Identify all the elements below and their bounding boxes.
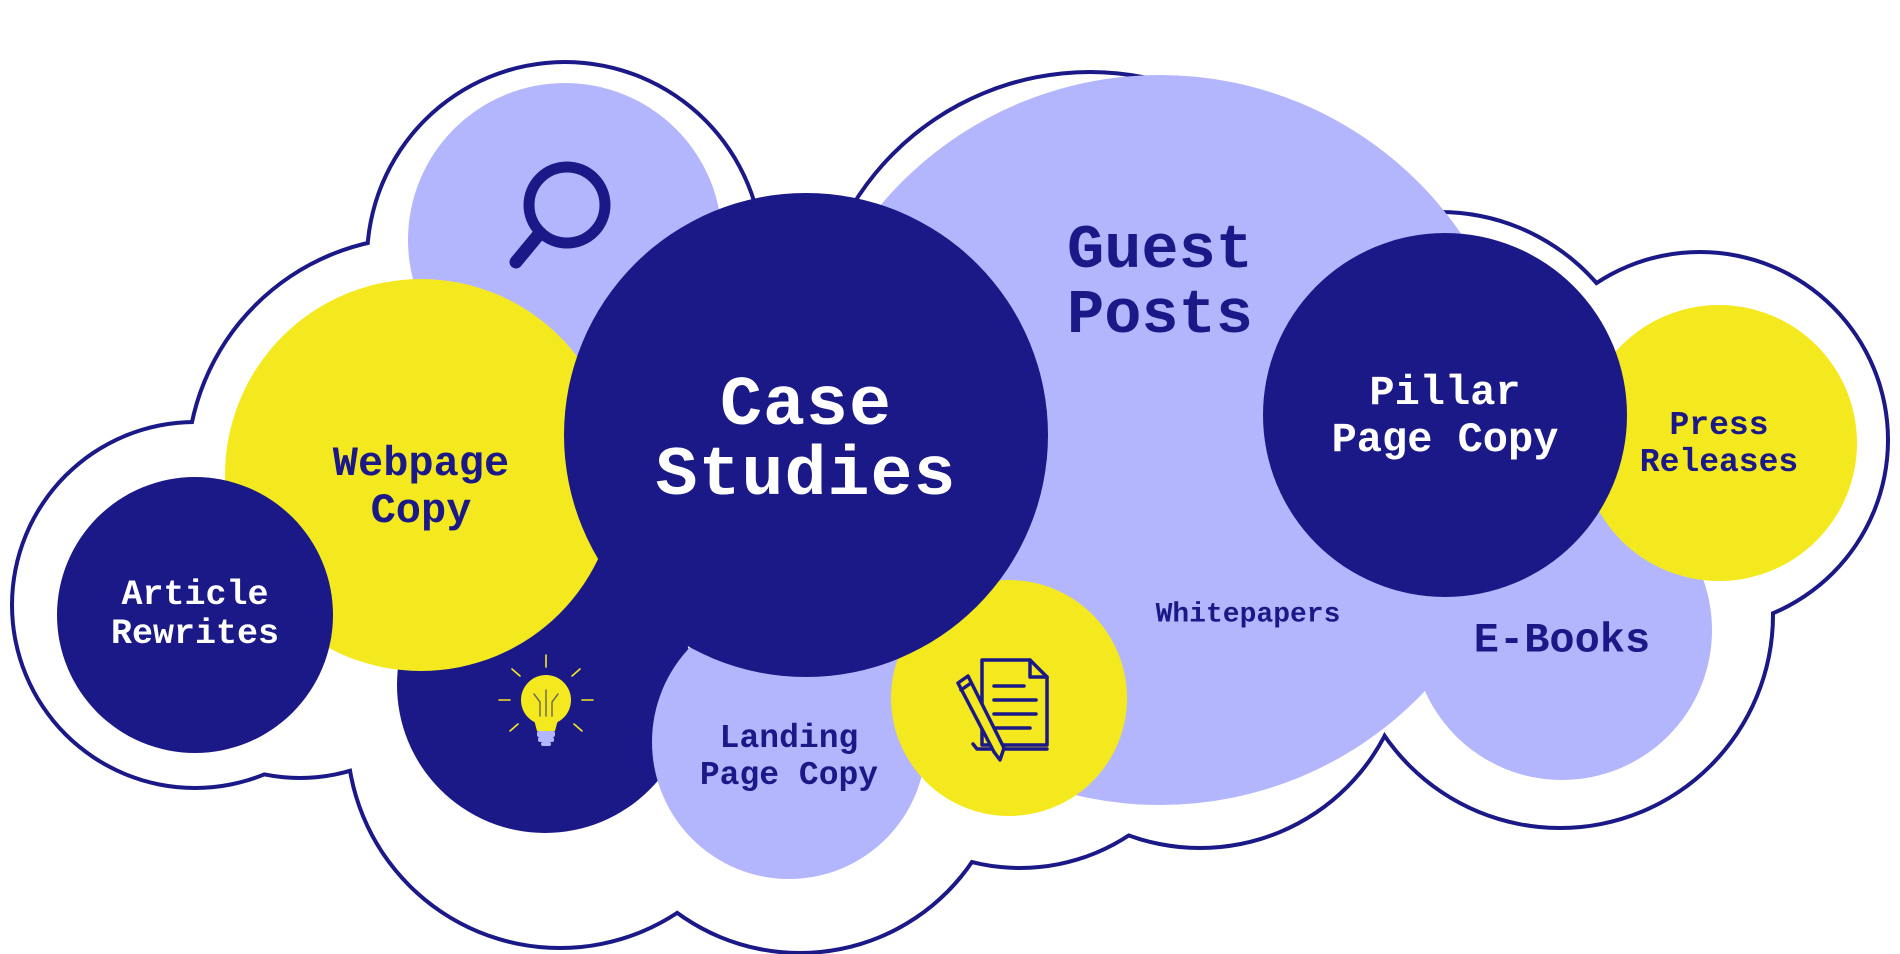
- press-releases-bubble: [1581, 305, 1857, 581]
- document-pencil-icon: [956, 658, 1049, 762]
- pillar-page-copy-bubble: [1263, 233, 1627, 597]
- landing-page-copy-bubble: [652, 605, 926, 879]
- magnifying-glass-icon: [509, 161, 611, 269]
- article-rewrites-bubble: [57, 477, 333, 753]
- lightbulb-icon: [498, 654, 594, 746]
- case-studies-bubble: [564, 193, 1048, 677]
